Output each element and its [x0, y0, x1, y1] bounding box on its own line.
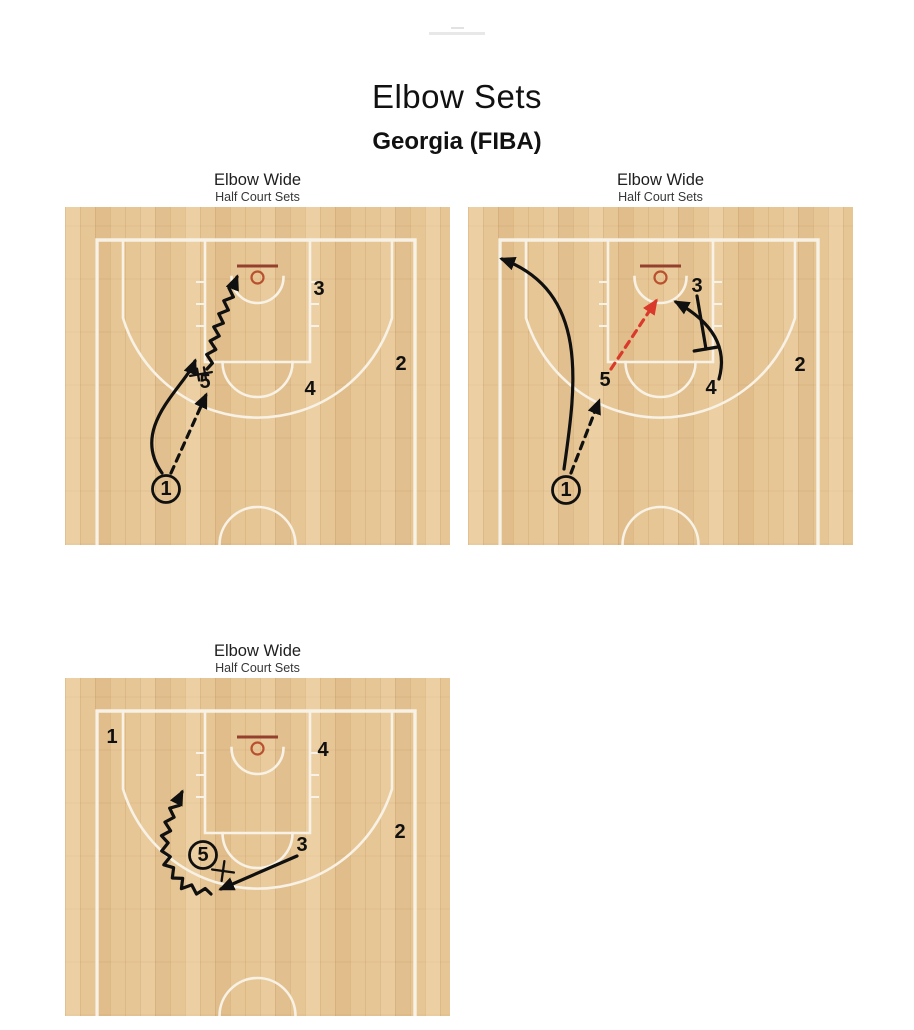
court-lines — [95, 238, 417, 545]
handoff-mark — [189, 366, 213, 382]
svg-text:4: 4 — [317, 739, 329, 761]
court-boundary — [95, 238, 417, 545]
svg-text:5: 5 — [199, 371, 210, 393]
lane-markers — [196, 281, 319, 327]
player-1: 1 — [551, 475, 581, 505]
court-diagram-1: 3 2 4 5 1 — [65, 207, 450, 545]
player-3: 3 — [313, 278, 324, 300]
player-4: 4 — [705, 377, 717, 399]
paint-key — [203, 709, 312, 835]
handoff-mark — [210, 859, 236, 883]
screen-line — [695, 294, 708, 351]
svg-text:1: 1 — [106, 726, 117, 748]
svg-text:2: 2 — [394, 821, 405, 843]
diagram-elbow-wide-3: Elbow Wide Half Court Sets 1 4 2 3 5 — [65, 641, 450, 1016]
svg-text:3: 3 — [313, 278, 324, 300]
page-title: Elbow Sets — [371, 78, 543, 115]
player-1: 1 — [151, 474, 181, 504]
court-diagram-3: 1 4 2 3 5 — [65, 678, 450, 1016]
basket-rim — [250, 741, 265, 756]
diagram-title: Elbow Wide — [616, 171, 705, 189]
diagram-heading: Elbow Wide Half Court Sets — [468, 170, 853, 207]
cut-arrow — [499, 257, 575, 471]
dribble-arrow — [159, 789, 213, 896]
restricted-arc — [230, 275, 285, 305]
dribble-arrow — [205, 274, 239, 371]
pass-arrow — [169, 392, 208, 475]
player-1: 1 — [106, 726, 117, 748]
diagram-subtitle: Half Court Sets — [618, 190, 703, 204]
player-2: 2 — [394, 821, 405, 843]
diagram-heading: Elbow Wide Half Court Sets — [65, 170, 450, 207]
player-5: 5 — [599, 369, 610, 391]
player-2: 2 — [395, 353, 406, 375]
diagram-title: Elbow Wide — [213, 642, 302, 660]
svg-text:5: 5 — [197, 844, 208, 866]
cut-arrow — [218, 854, 299, 891]
lane-markers — [196, 752, 319, 798]
court-svg: 1 4 2 3 5 — [95, 709, 417, 1016]
player-5: 5 — [188, 840, 218, 870]
play-annotations: 1 4 2 3 5 — [106, 726, 406, 896]
three-point-line — [121, 709, 394, 890]
watermark-logo — [450, 27, 464, 29]
svg-text:2: 2 — [395, 353, 406, 375]
pass-arrow — [569, 398, 601, 475]
center-circle — [621, 505, 700, 545]
svg-text:3: 3 — [691, 275, 702, 297]
court-svg: 3 2 4 5 1 — [95, 238, 417, 545]
watermark — [429, 27, 485, 35]
lane-markers — [599, 281, 722, 327]
three-point-line — [121, 238, 394, 419]
watermark-text — [429, 32, 485, 35]
play-annotations: 3 2 5 4 1 — [499, 257, 806, 505]
svg-text:2: 2 — [794, 354, 805, 376]
court-lines — [498, 238, 820, 545]
diagram-heading: Elbow Wide Half Court Sets — [65, 641, 450, 678]
paint-key — [606, 238, 715, 364]
player-4: 4 — [317, 739, 329, 761]
court-svg: 3 2 5 4 1 — [498, 238, 820, 545]
diagram-elbow-wide-2: Elbow Wide Half Court Sets 3 2 5 4 1 — [468, 170, 853, 545]
player-2: 2 — [794, 354, 805, 376]
center-circle — [218, 976, 297, 1016]
svg-text:1: 1 — [560, 479, 571, 501]
svg-text:4: 4 — [705, 377, 717, 399]
play-annotations: 3 2 4 5 1 — [150, 274, 407, 504]
svg-text:5: 5 — [599, 369, 610, 391]
court-diagram-2: 3 2 5 4 1 — [468, 207, 853, 545]
three-point-line — [524, 238, 797, 419]
court-lines — [95, 709, 417, 1016]
player-5: 5 — [199, 371, 210, 393]
court-boundary — [498, 238, 820, 545]
restricted-arc — [633, 275, 688, 305]
cut-arrow — [673, 300, 724, 381]
free-throw-circle — [221, 360, 294, 399]
free-throw-circle — [221, 831, 294, 870]
svg-text:3: 3 — [296, 834, 307, 856]
player-3: 3 — [296, 834, 307, 856]
restricted-arc — [230, 746, 285, 776]
paint-key — [203, 238, 312, 364]
player-3: 3 — [691, 275, 702, 297]
diagram-subtitle: Half Court Sets — [215, 190, 300, 204]
svg-text:4: 4 — [304, 378, 316, 400]
screen-bar — [692, 345, 720, 353]
diagram-title: Elbow Wide — [213, 171, 302, 189]
page-subtitle: Georgia (FIBA) — [372, 128, 542, 155]
red-pass-arrow — [609, 298, 658, 371]
svg-text:1: 1 — [160, 478, 171, 500]
center-circle — [218, 505, 297, 545]
court-boundary — [95, 709, 417, 1016]
basket-rim — [250, 270, 265, 285]
diagram-elbow-wide-1: Elbow Wide Half Court Sets 3 2 4 5 1 — [65, 170, 450, 545]
diagram-subtitle: Half Court Sets — [215, 661, 300, 675]
player-4: 4 — [304, 378, 316, 400]
basket-rim — [653, 270, 668, 285]
cut-arrow — [150, 358, 197, 475]
free-throw-circle — [624, 360, 697, 399]
